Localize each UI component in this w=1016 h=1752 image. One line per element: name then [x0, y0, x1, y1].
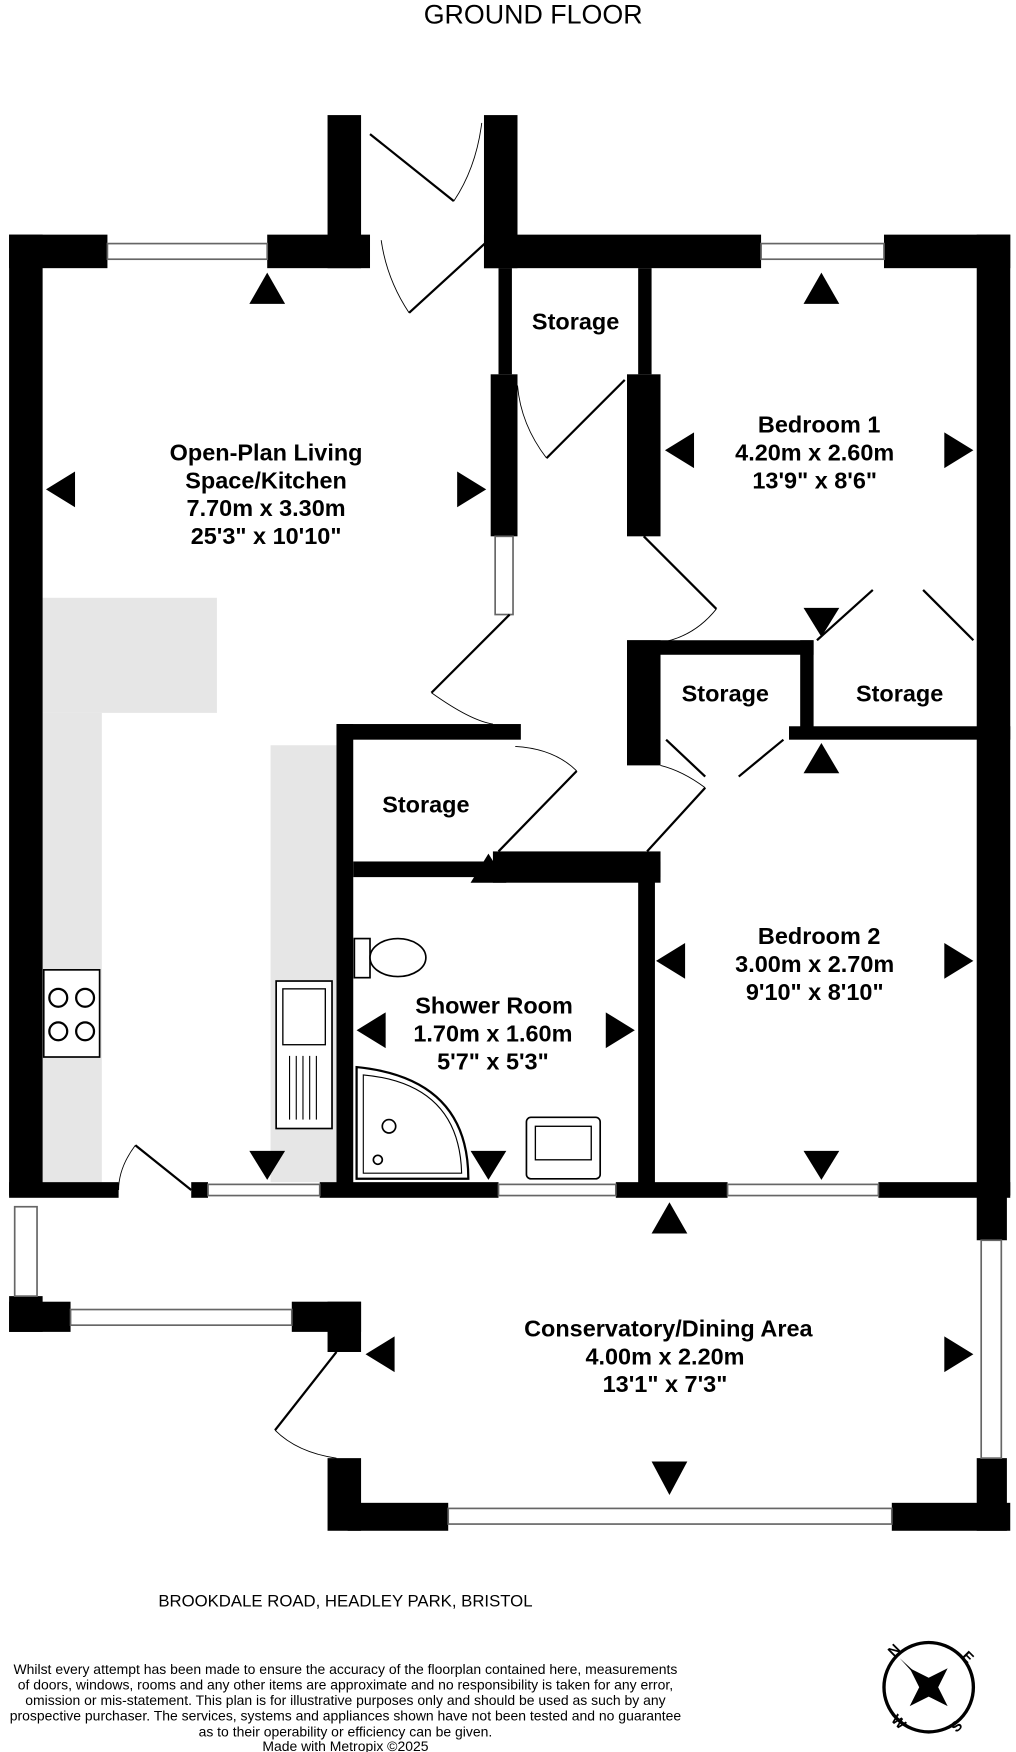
shower-room-imperial: 5'7" x 5'3" — [437, 1048, 549, 1074]
bedroom1-name: Bedroom 1 — [758, 411, 881, 437]
svg-text:Made with Metropix ©2025: Made with Metropix ©2025 — [262, 1738, 428, 1752]
bedroom2-metric: 3.00m x 2.70m — [735, 951, 894, 977]
svg-text:omission or mis-statement. Thi: omission or mis-statement. This plan is … — [25, 1692, 665, 1708]
floor-title: GROUND FLOOR — [424, 0, 643, 29]
living-room-metric: 7.70m x 3.30m — [187, 495, 346, 521]
bedroom1-imperial: 13'9" x 8'6" — [752, 467, 877, 493]
address: BROOKDALE ROAD, HEADLEY PARK, BRISTOL — [158, 1592, 532, 1611]
hob-icon — [42, 969, 101, 1058]
washbasin-icon — [525, 1116, 602, 1180]
conservatory-imperial: 13'1" x 7'3" — [603, 1371, 728, 1397]
conservatory-name: Conservatory/Dining Area — [524, 1315, 813, 1341]
living-room-imperial: 25'3" x 10'10" — [191, 523, 342, 549]
svg-text:Whilst every attempt has been: Whilst every attempt has been made to en… — [13, 1661, 677, 1677]
svg-text:N: N — [885, 1641, 904, 1660]
storage-mid-right-label: Storage — [856, 681, 943, 707]
bedroom1-metric: 4.20m x 2.60m — [735, 439, 894, 465]
windows — [13, 242, 1003, 1525]
disclaimer: Whilst every attempt has been made to en… — [10, 1661, 682, 1752]
walls — [9, 115, 1011, 1531]
svg-text:W: W — [887, 1712, 908, 1733]
shower-tray-icon — [355, 1065, 470, 1180]
living-room-name-1: Open-Plan Living — [170, 439, 363, 465]
storage-hall-label: Storage — [382, 791, 469, 817]
bedroom2-name: Bedroom 2 — [758, 923, 881, 949]
bedroom2-imperial: 9'10" x 8'10" — [746, 979, 884, 1005]
svg-text:prospective purchaser. The ser: prospective purchaser. The services, sys… — [10, 1708, 682, 1724]
svg-text:of doors, windows, rooms and a: of doors, windows, rooms and any other i… — [18, 1676, 673, 1692]
svg-text:S: S — [948, 1718, 966, 1736]
toilet-icon — [353, 937, 427, 979]
svg-text:as to their operability or eff: as to their operability or efficiency ca… — [199, 1723, 493, 1739]
shower-room-name: Shower Room — [415, 992, 573, 1018]
shower-room-metric: 1.70m x 1.60m — [413, 1020, 572, 1046]
dimension-arrows — [45, 272, 974, 1496]
conservatory-metric: 4.00m x 2.20m — [585, 1343, 744, 1369]
sink-icon — [275, 980, 333, 1130]
doors — [118, 122, 975, 1459]
compass-icon: N E S W — [882, 1640, 977, 1736]
storage-top-label: Storage — [532, 309, 619, 335]
svg-text:E: E — [958, 1648, 976, 1666]
room-labels: Open-Plan Living Space/Kitchen 7.70m x 3… — [170, 309, 944, 1398]
storage-mid-left-label: Storage — [682, 681, 769, 707]
fixtures — [42, 937, 602, 1180]
living-room-name-2: Space/Kitchen — [185, 467, 347, 493]
